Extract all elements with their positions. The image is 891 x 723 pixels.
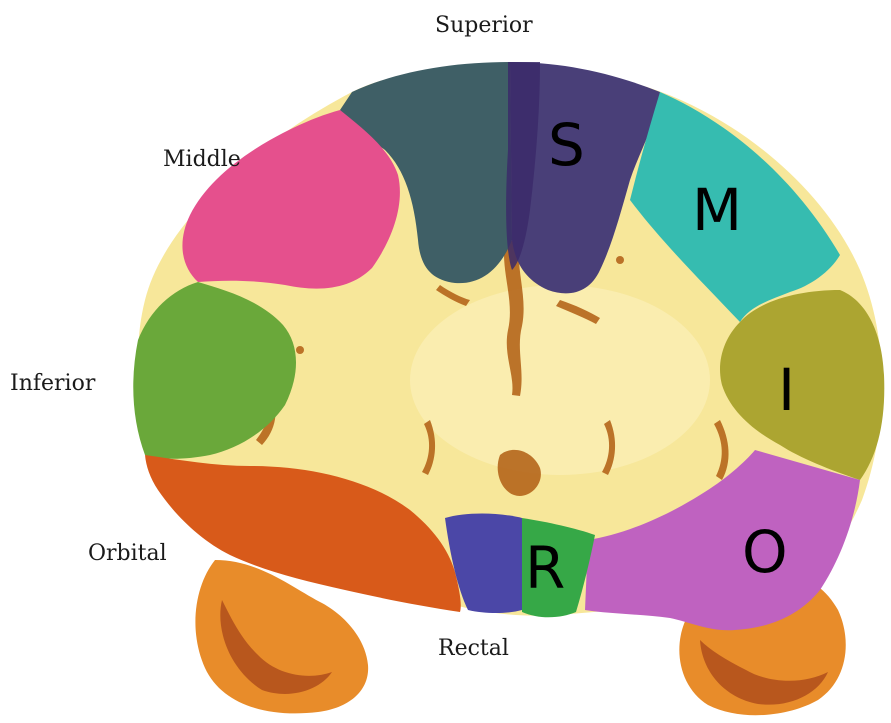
white-matter-highlight <box>410 285 710 475</box>
label-inferior: Inferior <box>10 371 96 396</box>
region-letter-middle: M <box>692 176 742 244</box>
region-letter-superior: S <box>548 111 585 179</box>
region-letter-inferior: I <box>778 356 795 424</box>
middle-gyrus-left <box>182 110 399 289</box>
label-middle: Middle <box>163 147 241 172</box>
label-orbital: Orbital <box>88 541 167 566</box>
region-letter-rectal: R <box>525 534 565 602</box>
label-superior: Superior <box>435 13 533 38</box>
label-rectal: Rectal <box>438 636 509 661</box>
region-letter-orbital: O <box>742 518 788 586</box>
